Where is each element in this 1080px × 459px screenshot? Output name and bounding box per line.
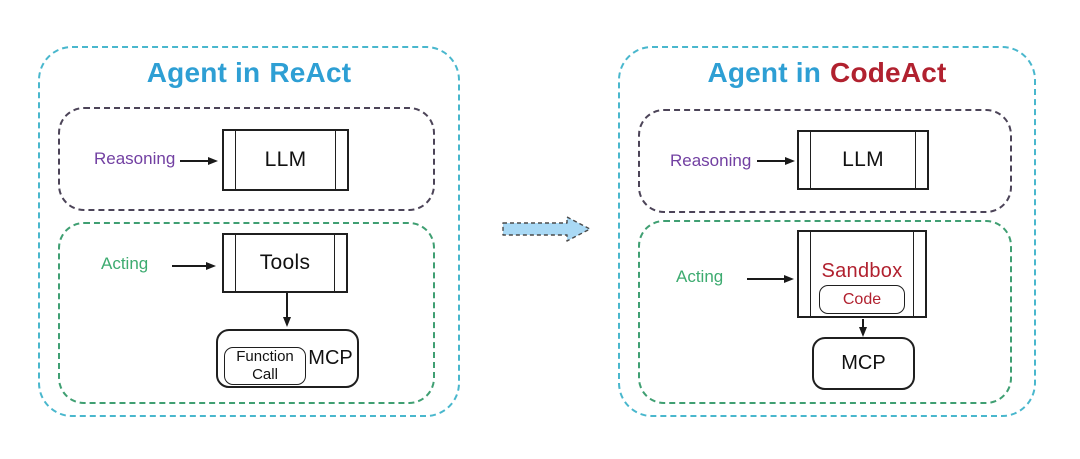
mcp-label: MCP [841, 352, 886, 374]
llm-label: LLM [842, 148, 884, 171]
code-box: Code [819, 285, 905, 314]
title-prefix: Agent in [146, 57, 261, 88]
title-accent: CodeAct [830, 57, 947, 88]
codeact-acting-section: Acting Sandbox Code MCP [638, 220, 1012, 404]
tools-box: Tools [222, 233, 348, 293]
codeact-reasoning-section: Reasoning LLM [638, 109, 1012, 213]
arrow-right-icon [180, 157, 218, 165]
codeact-agent-panel: Agent in CodeAct Reasoning LLM Acting Sa… [618, 46, 1036, 417]
acting-label: Acting [101, 254, 149, 273]
arrow-right-icon [747, 275, 794, 283]
code-label: Code [842, 290, 882, 308]
react-acting-section: Acting Tools Function Call MCP [58, 222, 435, 404]
title-prefix: Agent in [707, 57, 822, 88]
acting-label: Acting [676, 267, 724, 286]
codeact-panel-title: Agent in CodeAct [620, 57, 1034, 89]
react-panel-title: Agent in ReAct [40, 57, 458, 89]
llm-box: LLM [222, 129, 349, 191]
react-agent-panel: Agent in ReAct Reasoning LLM Acting Tool… [38, 46, 460, 417]
sandbox-label: Sandbox [821, 260, 903, 282]
arrow-down-icon [859, 319, 867, 337]
sandbox-box: Sandbox Code [797, 230, 927, 318]
llm-label: LLM [264, 148, 307, 171]
arrow-right-icon [172, 262, 216, 270]
arrow-right-icon [757, 157, 795, 165]
mcp-box: Function Call MCP [216, 329, 359, 388]
reasoning-label: Reasoning [94, 149, 176, 168]
function-call-label: Function Call [236, 348, 294, 383]
tools-label: Tools [259, 251, 311, 274]
transition-arrow-icon [502, 216, 591, 242]
mcp-box: MCP [812, 337, 915, 390]
react-reasoning-section: Reasoning LLM [58, 107, 435, 211]
title-accent: ReAct [269, 57, 352, 88]
llm-box: LLM [797, 130, 929, 190]
reasoning-label: Reasoning [670, 151, 752, 170]
function-call-box: Function Call [224, 347, 306, 385]
mcp-label: MCP [308, 347, 353, 369]
arrow-down-icon [283, 293, 291, 327]
